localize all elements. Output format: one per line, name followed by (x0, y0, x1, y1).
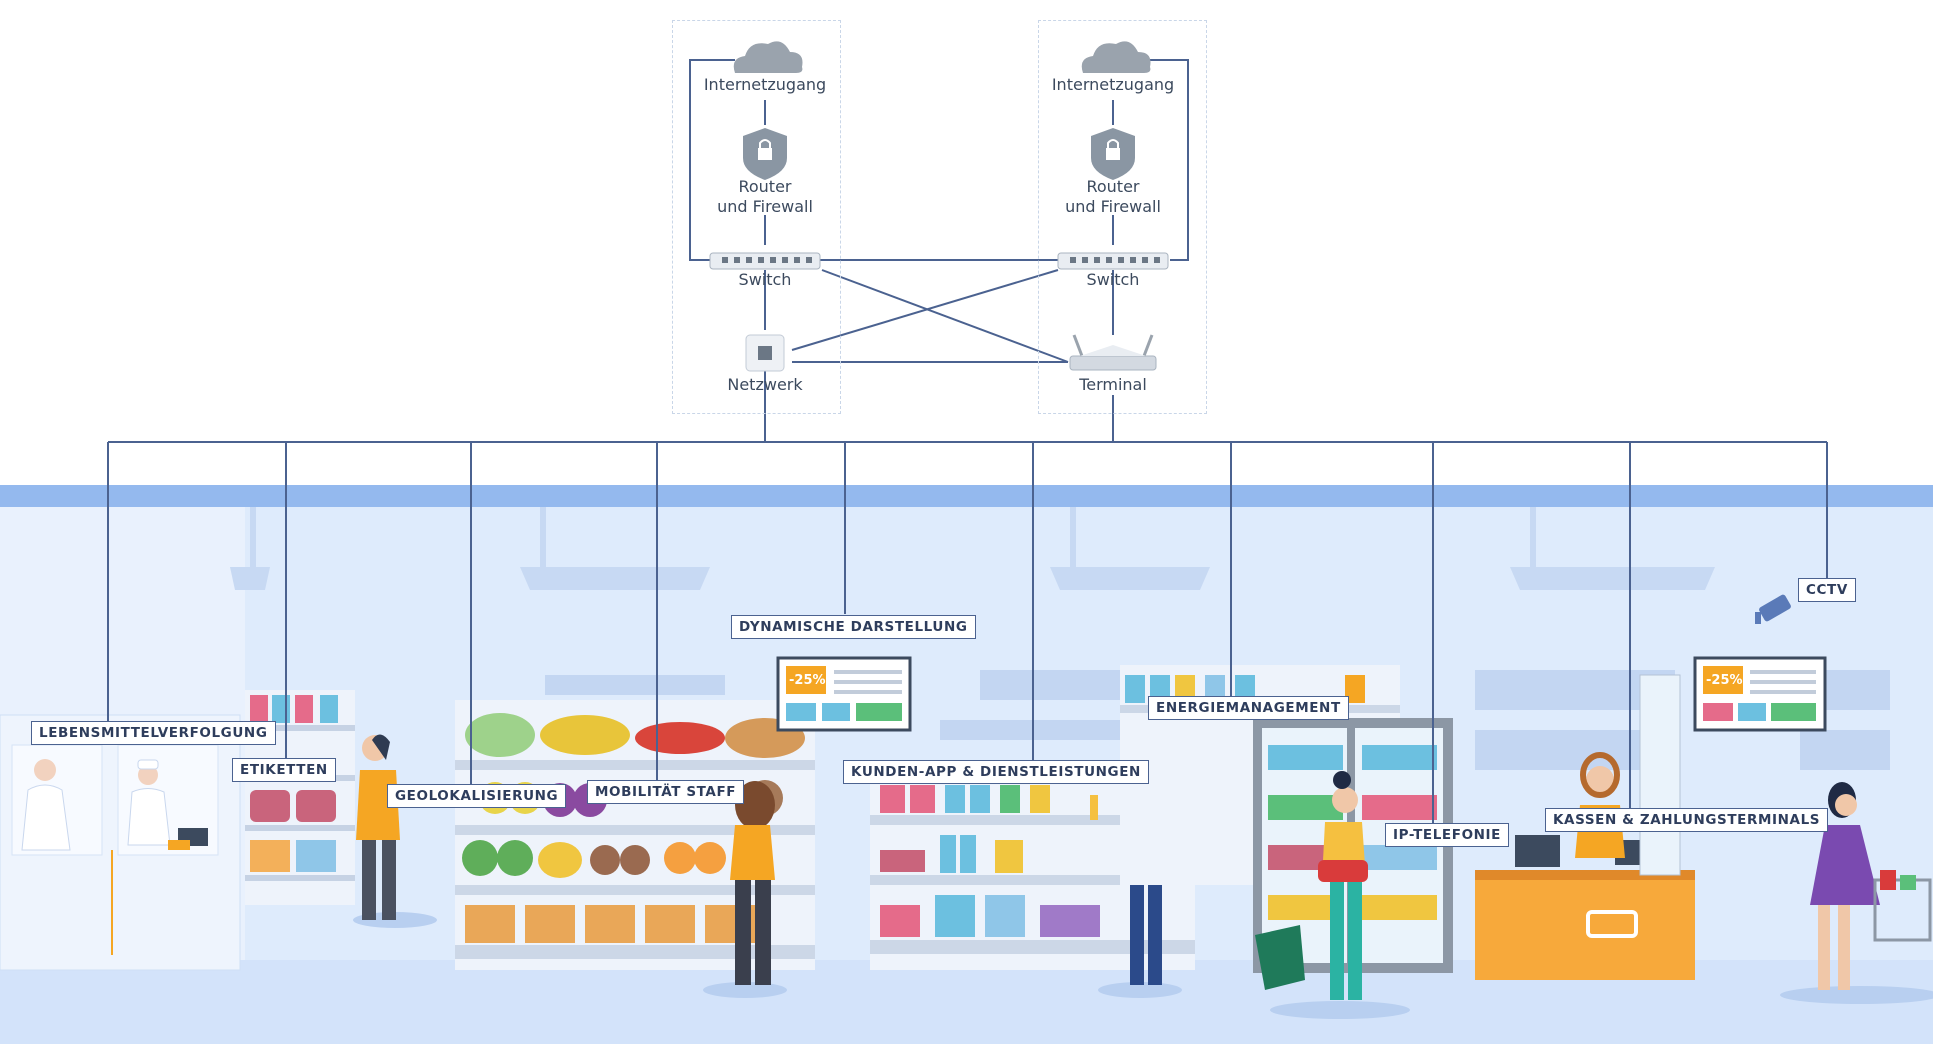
ceiling-lamps (230, 507, 1715, 590)
produce-shelf (455, 700, 815, 970)
checkout-counter (1475, 674, 1695, 980)
router-label-left: Router und Firewall (717, 177, 813, 217)
tag-energiemanagement: ENERGIEMANAGEMENT (1148, 696, 1349, 720)
access-point-icon (1069, 334, 1157, 371)
network-connections (107, 59, 1828, 823)
cctv-camera-icon (1755, 594, 1791, 624)
tag-geolokalisierung: GEOLOKALISIERUNG (387, 784, 567, 808)
tag-mobilitaet-staff: MOBILITÄT STAFF (587, 780, 745, 804)
dynamic-display-screen (776, 656, 912, 732)
tag-ip-telefonie: IP-TELEFONIE (1385, 823, 1509, 847)
switch-icon (709, 252, 821, 270)
router-line2: und Firewall (1065, 197, 1161, 216)
tag-kunden-app: KUNDEN-APP & DIENSTLEISTUNGEN (843, 760, 1149, 784)
worker-1 (34, 759, 56, 781)
network-box-right (1038, 20, 1207, 414)
network-label: Netzwerk (727, 375, 803, 394)
tag-etiketten: ETIKETTEN (232, 758, 336, 782)
person-shopper-basket (1255, 771, 1410, 1019)
network-outlet-icon (745, 334, 785, 372)
router-line1: Router (738, 177, 792, 196)
promo-screen-right (1693, 656, 1827, 732)
cloud-icon (733, 41, 803, 73)
promo-discount-left: -25% (789, 673, 826, 688)
tag-lebensmittelverfolgung: LEBENSMITTELVERFOLGUNG (31, 721, 276, 745)
ceiling-band (0, 485, 1933, 507)
switch-label-right: Switch (1086, 270, 1140, 289)
internet-label-right: Internetzugang (1051, 75, 1175, 94)
person-shopper-cart (1780, 782, 1933, 1004)
tag-cctv: CCTV (1798, 578, 1856, 602)
cloud-icon (1081, 41, 1151, 73)
promo-discount-right: -25% (1706, 673, 1743, 688)
router-line1: Router (1086, 177, 1140, 196)
router-line2: und Firewall (717, 197, 813, 216)
internet-label-left: Internetzugang (703, 75, 827, 94)
terminal-label: Terminal (1079, 375, 1147, 394)
network-box-left (672, 20, 841, 414)
router-label-right: Router und Firewall (1065, 177, 1161, 217)
tag-dynamische-darstellung: DYNAMISCHE DARSTELLUNG (731, 615, 976, 639)
switch-icon (1057, 252, 1169, 270)
switch-label-left: Switch (738, 270, 792, 289)
tag-kassen: KASSEN & ZAHLUNGSTERMINALS (1545, 808, 1829, 832)
worker-2 (138, 765, 158, 785)
